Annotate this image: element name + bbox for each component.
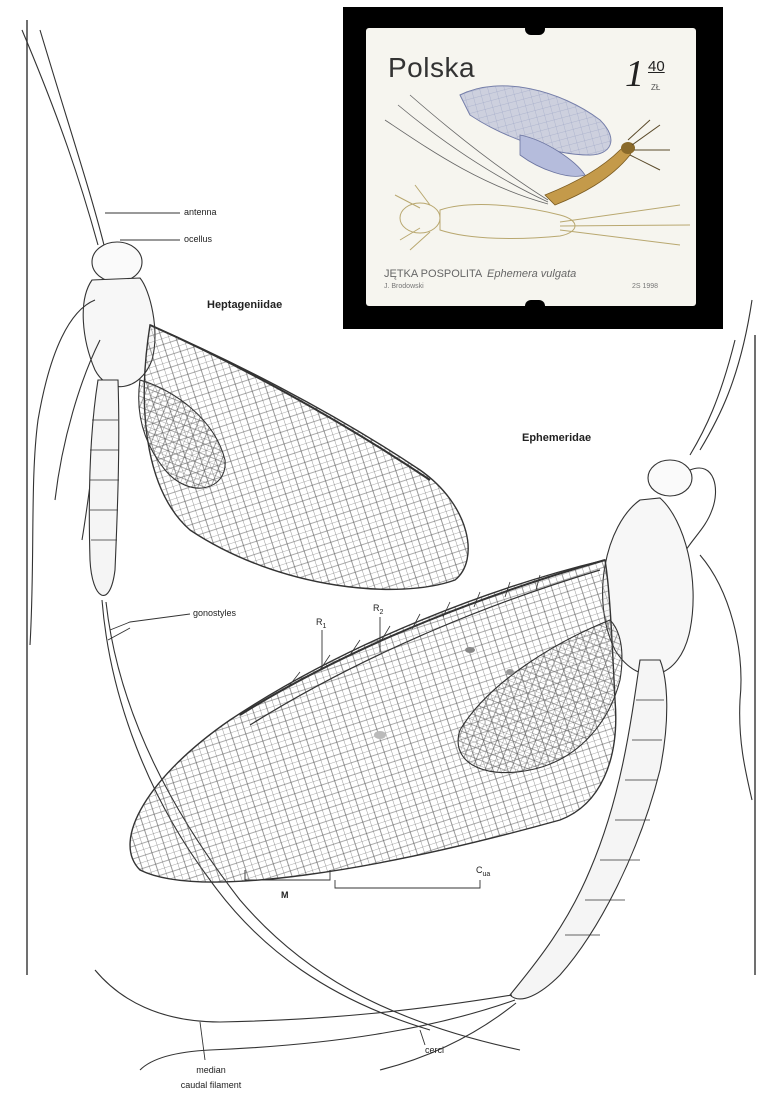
label-antenna: antenna xyxy=(184,208,217,217)
label-ocellus: ocellus xyxy=(184,235,212,244)
label-cerci: cerci xyxy=(425,1046,444,1055)
label-median-caudal-line1: median xyxy=(196,1066,226,1075)
ephemeridae-head xyxy=(648,460,692,496)
stamp-artist: J. Brodowski xyxy=(384,283,424,290)
stamp-currency: ZŁ xyxy=(651,83,660,92)
family-heptageniidae: Heptageniidae xyxy=(207,300,282,311)
stamp-value: 1 xyxy=(625,55,644,93)
label-vein-cu: Cua xyxy=(476,866,490,878)
heptageniidae-head xyxy=(92,242,142,282)
heptageniidae-abdomen xyxy=(89,380,119,595)
label-gonostyles: gonostyles xyxy=(193,609,236,618)
family-ephemeridae: Ephemeridae xyxy=(522,433,591,444)
stamp-perforation xyxy=(525,300,545,312)
label-median-caudal-line2: caudal filament xyxy=(181,1081,242,1090)
heptageniidae-thorax xyxy=(83,278,155,387)
stamp-perforation xyxy=(525,23,545,35)
stamp-code: 2S 1998 xyxy=(632,283,658,290)
label-vein-r2: R2 xyxy=(373,604,383,616)
antenna-left xyxy=(22,30,98,245)
stamp-country: Polska xyxy=(388,52,475,84)
label-region-m: M xyxy=(281,891,289,900)
stamp-common-name: JĘTKA POSPOLITA xyxy=(384,268,482,280)
label-vein-r1: R1 xyxy=(316,618,326,630)
stamp-latin-name: Ephemera vulgata xyxy=(487,268,576,280)
stamp-value-cents: 40 xyxy=(648,58,665,75)
